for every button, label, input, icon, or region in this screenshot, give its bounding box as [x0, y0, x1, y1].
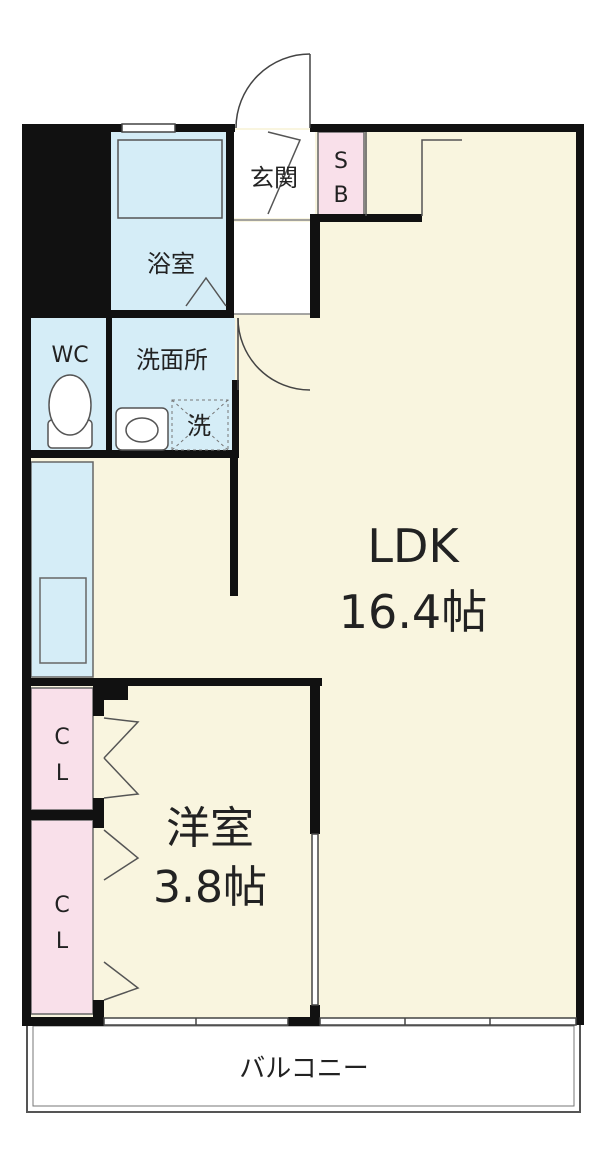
- ldk-size-label: 16.4帖: [339, 585, 487, 639]
- washer-label: 洗: [187, 412, 211, 440]
- ldk-label: LDK: [367, 519, 460, 573]
- closet-2-label-bottom: L: [56, 929, 69, 954]
- balcony-label: バルコニー: [239, 1054, 368, 1084]
- closet-doors: [103, 131, 302, 1001]
- closet-1-label-bottom: L: [56, 761, 69, 786]
- shoe-box-label-bottom: B: [333, 183, 348, 208]
- closet-1-area: [30, 687, 94, 811]
- entrance-step: [233, 222, 315, 314]
- closet-1-label-top: C: [54, 725, 69, 750]
- washer-space: [171, 399, 229, 451]
- western-room-size-label: 3.8帖: [153, 862, 267, 913]
- entrance-label: 玄関: [250, 164, 298, 192]
- washroom-label: 洗面所: [136, 346, 208, 374]
- bath-label: 浴室: [147, 250, 195, 278]
- kitchen-counter: [30, 461, 94, 678]
- closet-2-label-top: C: [54, 893, 69, 918]
- wash-basin: [115, 407, 169, 451]
- bathtub: [117, 139, 223, 219]
- entrance-floor: [233, 130, 315, 218]
- western-room-label: 洋室: [166, 803, 254, 854]
- balcony-windows: [103, 1017, 577, 1026]
- shoe-box-label-top: S: [334, 149, 348, 174]
- kitchen-sink: [39, 577, 87, 664]
- entrance-door: [235, 53, 311, 391]
- shoe-box-area: [317, 131, 365, 217]
- western-sliding-door: [311, 833, 319, 1006]
- toilet-label: WC: [51, 343, 88, 368]
- walls: [22, 124, 584, 1026]
- balcony-area: [26, 1021, 581, 1113]
- toilet-fixture: [47, 374, 93, 449]
